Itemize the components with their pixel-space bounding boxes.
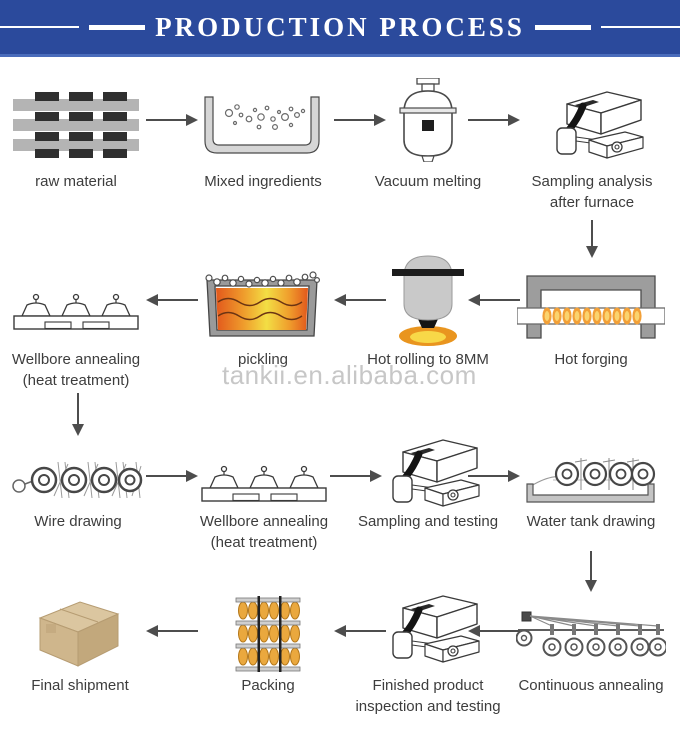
shipping-box-icon: [38, 601, 120, 667]
arrow-vacuum-to-sampling: [468, 114, 520, 126]
header-left-bar: [89, 24, 146, 30]
mixing-tub-icon: [204, 96, 320, 154]
step-label-hot-rolling: Hot rolling to 8MM: [367, 351, 489, 368]
step-label-continuous-annealing: Continuous annealing: [518, 677, 664, 694]
arrow-pickling-to-wellbore: [146, 294, 198, 306]
continuous-annealing-machine-icon: [516, 611, 666, 657]
page-title: PRODUCTION PROCESS: [155, 11, 525, 42]
step-label-sampling-analysis: Sampling analysis after furnace: [531, 173, 653, 211]
hot-forging-furnace-icon: [517, 275, 665, 339]
step-label-raw-material: raw material: [35, 173, 117, 190]
hot-rolling-furnace-icon: [392, 255, 464, 346]
arrow-continuous-to-finished: [468, 625, 520, 637]
step-label-packing: Packing: [241, 677, 295, 694]
header-left-thin-line: [0, 26, 80, 28]
arrow-wire-to-wellbore2: [146, 470, 198, 482]
sampling-pour-icon: [556, 91, 644, 159]
arrow-wellbore2-to-sampling2: [330, 470, 382, 482]
packing-coils-icon: [235, 596, 301, 672]
arrow-packing-to-shipment: [146, 625, 198, 637]
step-label-wire-drawing: Wire drawing: [34, 513, 122, 530]
arrow-finished-to-packing: [334, 625, 386, 637]
arrow-rolling-to-pickling: [334, 294, 386, 306]
sampling-pour-icon: [392, 595, 480, 663]
step-label-final-shipment: Final shipment: [31, 677, 129, 694]
arrow-wellbore-down-to-wire: [72, 393, 84, 436]
step-label-sampling-and-testing: Sampling and testing: [357, 513, 499, 530]
step-label-mixed-ingredients: Mixed ingredients: [204, 173, 322, 190]
vacuum-melting-vessel-icon: [399, 78, 457, 162]
annealing-tray-icon: [201, 465, 327, 502]
step-label-pickling: pickling: [237, 351, 289, 368]
wire-drawing-machine-icon: [12, 461, 143, 499]
arrow-sampling2-to-watertank: [468, 470, 520, 482]
step-label-water-tank-drawing: Water tank drawing: [526, 513, 656, 530]
header-banner: PRODUCTION PROCESS: [0, 0, 680, 57]
step-label-vacuum-melting: Vacuum melting: [374, 173, 482, 190]
step-label-wellbore-annealing-1: Wellbore annealing (heat treatment): [11, 351, 141, 389]
arrow-watertank-down-to-continuous: [585, 551, 597, 592]
raw-material-icon: [13, 92, 139, 158]
step-label-wellbore-annealing-2: Wellbore annealing (heat treatment): [199, 513, 329, 551]
header-right-bar: [534, 24, 591, 30]
step-label-hot-forging: Hot forging: [554, 351, 628, 368]
pickling-bath-icon: [205, 271, 320, 337]
arrow-raw-to-mixed: [146, 114, 198, 126]
step-label-finished-inspection: Finished product inspection and testing: [355, 677, 501, 715]
water-tank-drawing-icon: [526, 458, 656, 503]
annealing-tray-icon: [13, 293, 139, 330]
watermark: tankii.en.alibaba.com: [222, 360, 477, 390]
header-right-thin-line: [600, 26, 680, 28]
arrow-sampling-down-to-forging: [586, 220, 598, 258]
arrow-mixed-to-vacuum: [334, 114, 386, 126]
sampling-pour-icon: [392, 439, 480, 507]
arrow-forging-to-rolling: [468, 294, 520, 306]
